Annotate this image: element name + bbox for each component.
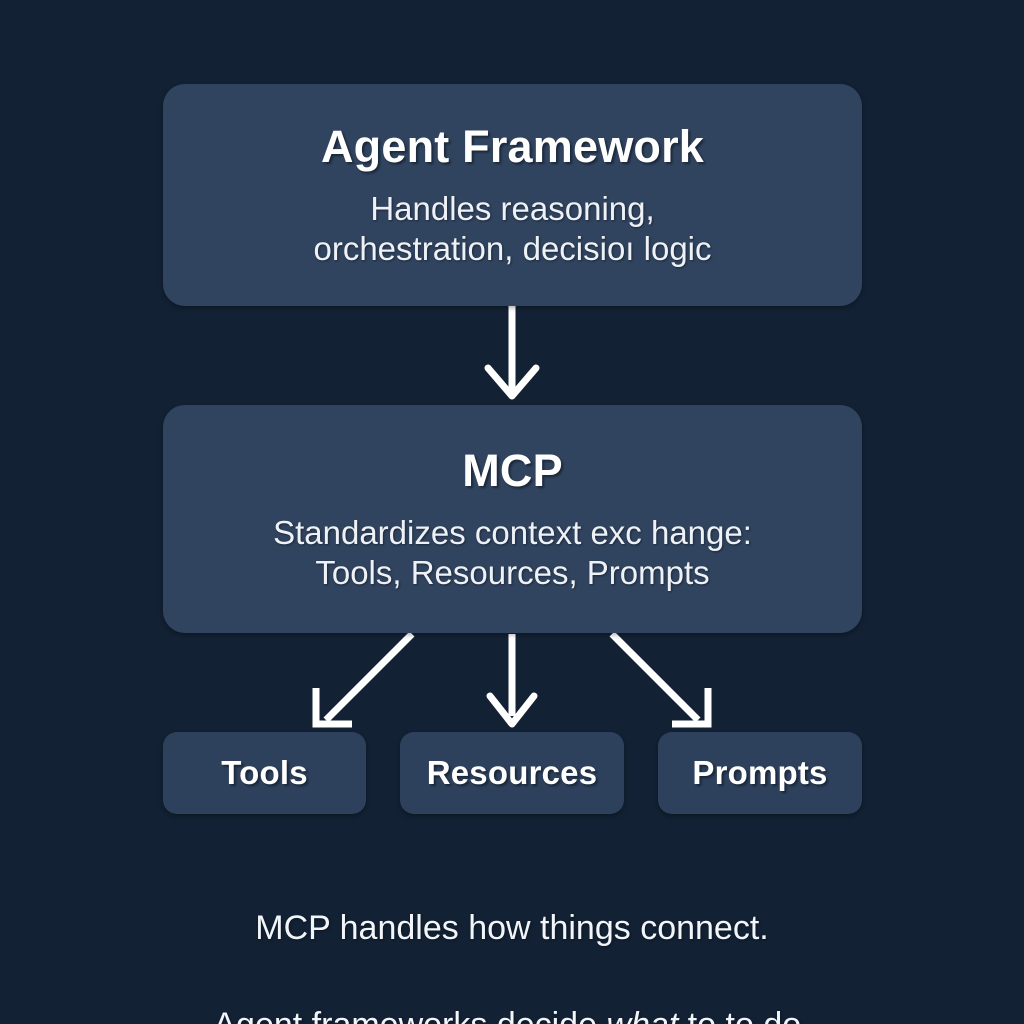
node-agent-framework-subtitle: Handles reasoning, orchestration, decisi… xyxy=(313,189,712,267)
caption-line-1: MCP handles how things connect. xyxy=(255,909,769,948)
caption-line-2-emphasis: what xyxy=(606,1006,678,1024)
node-tools-label: Tools xyxy=(221,754,308,791)
node-agent-framework[interactable]: Agent Framework Handles reasoning, orche… xyxy=(163,84,862,306)
node-resources[interactable]: Resources xyxy=(400,732,624,814)
node-prompts-label: Prompts xyxy=(692,754,828,791)
node-mcp-subtitle: Standardizes context exc hange: Tools, R… xyxy=(273,513,752,591)
node-tools[interactable]: Tools xyxy=(163,732,366,814)
arrow-mcp-to-resources xyxy=(486,634,538,728)
arrow-agent-framework-to-mcp xyxy=(484,306,540,400)
caption-line-2-before: Agent frameworks decide xyxy=(213,1006,606,1024)
node-prompts[interactable]: Prompts xyxy=(658,732,862,814)
node-agent-framework-title: Agent Framework xyxy=(320,120,705,172)
caption-line-2: Agent frameworks decide what to to do. xyxy=(0,1001,1024,1024)
node-mcp[interactable]: MCP Standardizes context exc hange: Tool… xyxy=(163,405,862,633)
diagram-caption: MCP handles how things connect. Agent fr… xyxy=(0,856,1024,1024)
node-resources-label: Resources xyxy=(426,754,598,791)
arrow-mcp-to-tools xyxy=(312,631,415,728)
node-mcp-title: MCP xyxy=(462,444,563,496)
arrow-mcp-to-prompts xyxy=(609,631,712,728)
caption-line-2-after: to to do. xyxy=(678,1006,811,1024)
